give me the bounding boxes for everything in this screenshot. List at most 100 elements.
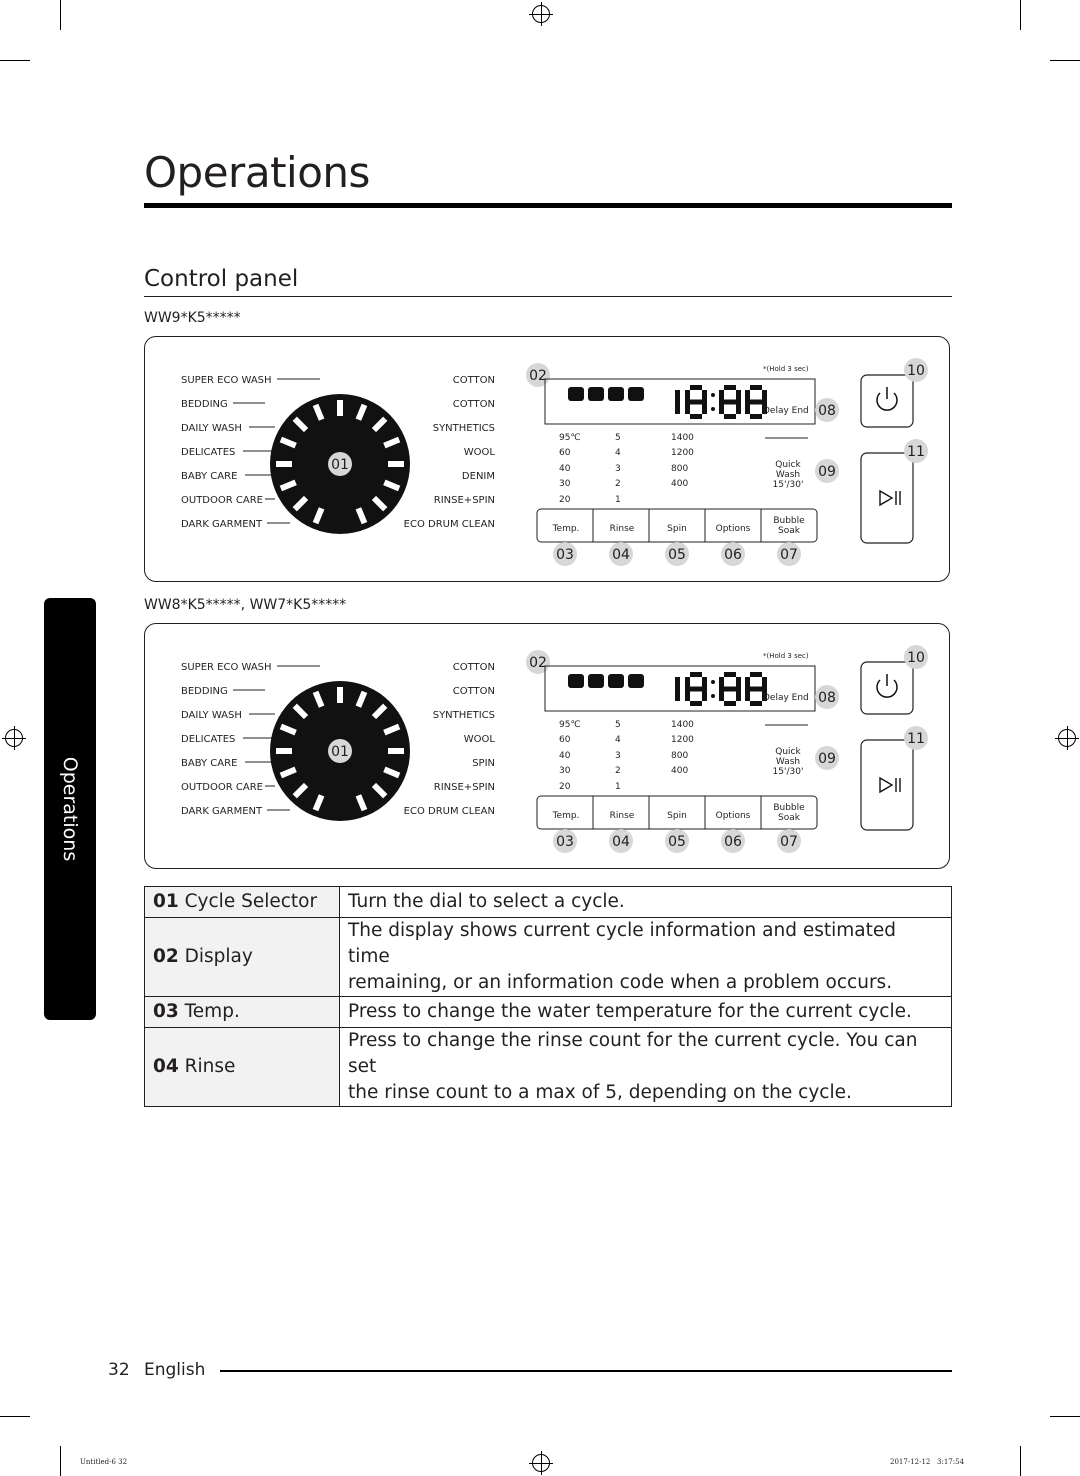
dial-tick [371, 495, 388, 512]
callout-number: 09 [818, 751, 836, 767]
callout-badge [904, 645, 928, 669]
cycle-label-right: SYNTHETICS [433, 423, 495, 434]
quick-wash-label: Wash [776, 470, 800, 480]
callout-number: 04 [612, 547, 630, 563]
dial-tick [371, 782, 388, 799]
quick-wash-label: 15'/30' [773, 480, 804, 490]
dial-tick [279, 436, 297, 449]
cycle-label-right: ECO DRUM CLEAN [404, 519, 495, 530]
callout-badge [721, 829, 745, 853]
callout-number: 01 [331, 744, 349, 760]
cycle-label-left: SUPER ECO WASH [181, 375, 272, 386]
digit-segment [724, 686, 736, 692]
digit-segment [750, 701, 762, 706]
callout-badge [904, 358, 928, 382]
cycle-label-right: WOOL [464, 734, 496, 745]
spin-value: 1200 [671, 448, 694, 458]
digit-segment [762, 689, 767, 701]
dial-tick [383, 479, 401, 492]
page-title: Operations [144, 148, 370, 197]
table-row: 03 Temp. Press to change the water tempe… [144, 996, 952, 1028]
display-icon [628, 674, 644, 688]
table-row: 01 Cycle Selector Turn the dial to selec… [144, 886, 952, 918]
delay-end-label: Delay End [763, 406, 809, 416]
display-icon [588, 387, 604, 401]
dial-tick [312, 507, 325, 525]
callout-number: 06 [724, 547, 742, 563]
rinse-value: 4 [615, 735, 621, 745]
dial-tick [371, 416, 388, 433]
callout-number: 06 [724, 834, 742, 850]
hold-note: *(Hold 3 sec) [763, 652, 809, 660]
digit-segment [750, 385, 762, 390]
quick-wash-label: Quick [775, 460, 801, 470]
digit-segment [685, 689, 690, 701]
dial-tick [371, 703, 388, 720]
play-pause-icon [879, 776, 894, 794]
cycle-label-left: SUPER ECO WASH [181, 662, 272, 673]
callout-number: 01 [331, 457, 349, 473]
dial-tick [292, 703, 309, 720]
callout-badge [815, 398, 839, 422]
rinse-value: 1 [615, 782, 621, 792]
digit-segment [750, 399, 762, 405]
digit-segment [736, 402, 741, 414]
page-number: 32 [108, 1360, 130, 1380]
description-table: 01 Cycle Selector Turn the dial to selec… [144, 886, 952, 1107]
rinse-value: 2 [615, 479, 621, 489]
callout-badge [553, 542, 577, 566]
digit-segment [762, 402, 767, 414]
temp-value: 40 [559, 464, 571, 474]
callout-badge [904, 726, 928, 750]
rinse-value: 3 [615, 751, 621, 761]
callout-badge [815, 746, 839, 770]
cycle-label-right: ECO DRUM CLEAN [404, 806, 495, 817]
dial-tick [312, 690, 325, 708]
digit-segment [724, 399, 736, 405]
digit-segment [745, 390, 750, 402]
callout-badge [815, 459, 839, 483]
cycle-label-left: BABY CARE [181, 758, 237, 769]
rinse-value: 5 [615, 433, 621, 443]
dial-tick [355, 794, 368, 812]
digit-segment [750, 686, 762, 692]
callout-badge [777, 542, 801, 566]
panel-button-label: Rinse [610, 524, 635, 534]
digit-segment [724, 414, 736, 419]
callout-number: 11 [907, 731, 925, 747]
power-icon [876, 679, 898, 698]
registration-mark-icon [1055, 726, 1079, 750]
callout-badge [526, 650, 550, 674]
registration-mark-icon [529, 2, 553, 26]
cycle-label-left: OUTDOOR CARE [181, 782, 263, 793]
rinse-value: 1 [615, 495, 621, 505]
temp-value: 20 [559, 495, 571, 505]
dial-tick [355, 690, 368, 708]
callout-number: 10 [907, 650, 925, 666]
callout-number: 05 [668, 547, 686, 563]
spin-value: 800 [671, 751, 688, 761]
digit-segment [690, 672, 702, 677]
panel-button-label: Spin [667, 811, 687, 821]
spin-value: 1400 [671, 433, 694, 443]
delay-end-label: Delay End [763, 693, 809, 703]
cycle-label-right: SYNTHETICS [433, 710, 495, 721]
callout-badge [904, 439, 928, 463]
cycle-label-right: COTTON [453, 375, 495, 386]
temp-value: 30 [559, 479, 571, 489]
digit-segment [702, 390, 707, 402]
registration-mark-icon [2, 726, 26, 750]
callout-number: 11 [907, 444, 925, 460]
callout-number: 05 [668, 834, 686, 850]
dial-tick [312, 403, 325, 421]
cycle-label-right: WOOL [464, 447, 496, 458]
digit-segment [719, 689, 724, 701]
power-button [860, 374, 914, 428]
dial-tick [279, 479, 297, 492]
row-label: 01 Cycle Selector [144, 886, 340, 918]
cycle-label-left: DARK GARMENT [181, 806, 263, 817]
row-description: Press to change the rinse count for the … [339, 1027, 952, 1107]
callout-badge [609, 542, 633, 566]
callout-badge [526, 363, 550, 387]
